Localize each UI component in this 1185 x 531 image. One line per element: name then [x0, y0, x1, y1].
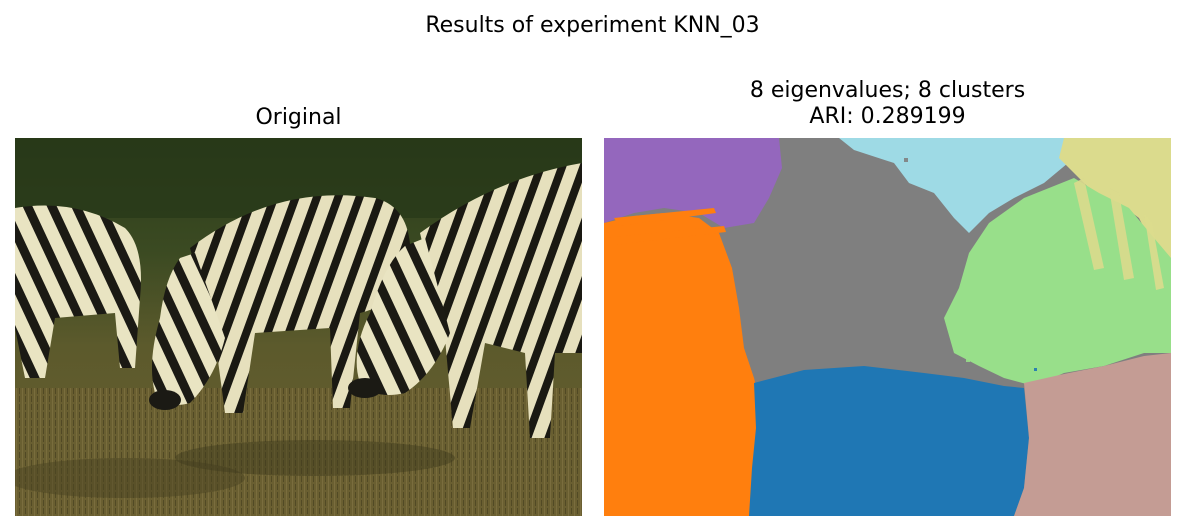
- boundary-speckles: [744, 158, 1037, 392]
- segment-purple: [604, 138, 782, 228]
- segmentation-title-line1: 8 eigenvalues; 8 clusters: [749, 78, 1026, 103]
- segment-light-blue: [839, 138, 1074, 233]
- segmentation-map: [604, 138, 1171, 516]
- segment-light-green: [944, 178, 1171, 386]
- original-image: [15, 138, 582, 516]
- segment-orange-streaks: [604, 208, 726, 246]
- segment-khaki-stripes: [1074, 178, 1164, 290]
- original-panel-title: Original: [255, 105, 342, 130]
- segment-blue: [749, 366, 1029, 516]
- segment-orange: [604, 213, 774, 516]
- original-image-graphic: [15, 138, 582, 516]
- segmentation-image: [604, 138, 1171, 516]
- segmentation-panel-title: 8 eigenvalues; 8 clusters ARI: 0.289199: [604, 78, 1171, 130]
- segment-rose: [1014, 353, 1171, 516]
- figure-suptitle: Results of experiment KNN_03: [425, 13, 760, 38]
- segmentation-title-line2: ARI: 0.289199: [809, 104, 966, 129]
